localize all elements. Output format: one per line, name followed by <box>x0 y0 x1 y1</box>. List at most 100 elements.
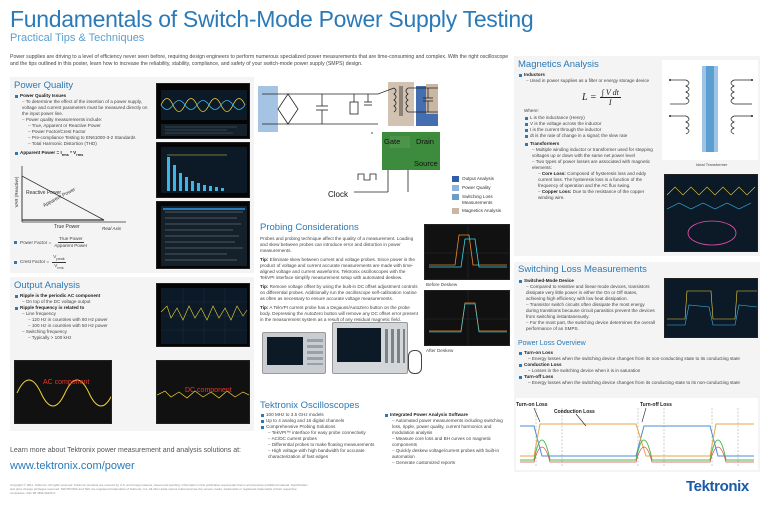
probing-solution-item: TekVPI™ interface for easy probe connect… <box>268 430 380 436</box>
clock-label: Clock <box>328 190 349 199</box>
diag-turn-on-label: Turn-on Loss <box>516 402 548 408</box>
overview-desc: – Energy losses when the switching devic… <box>528 380 740 385</box>
magnetics-text: Inductors Used in power supplies as a fi… <box>518 72 658 84</box>
learn-more-text: Learn more about Tektronix power measure… <box>10 447 241 454</box>
gate-label: Gate <box>384 137 400 146</box>
overview-desc: – Losses in the switching device when it… <box>528 368 641 373</box>
diag-conduction-label: Conduction Loss <box>554 409 595 415</box>
where-item: dt is the rate of change in a signal; th… <box>524 133 658 139</box>
oscilloscope-1-image <box>262 332 326 374</box>
switching-frequency-item: Typically > 100 kHz <box>28 335 154 341</box>
legend-swatch <box>452 194 459 200</box>
intro-text: Power supplies are driving to a level of… <box>10 54 509 67</box>
copyright-text: Copyright © 2011, Tektronix. All rights … <box>10 483 308 495</box>
issues-head: Power Quality Issues <box>20 93 67 98</box>
pq-include-item: Pre-compliance Testing to EN61000-3-2 St… <box>28 135 152 141</box>
overview-head: Conduction Loss <box>518 362 756 368</box>
legend-label: Output Analysis <box>462 176 494 181</box>
probing-title: Probing Considerations <box>260 222 359 233</box>
after-deskew-screen <box>424 290 510 346</box>
triangle-y-axis: VAR (Reactive) <box>14 176 19 207</box>
magnetics-scope-screen <box>664 174 758 252</box>
power-quality-scope-screen-2 <box>156 142 250 198</box>
learn-more-link[interactable]: www.tektronix.com/power <box>10 460 135 472</box>
output-analysis-title: Output Analysis <box>14 280 81 291</box>
switched-mode-item: For the most part, the switching device … <box>526 320 658 332</box>
crest-factor: Crest Factor = Vpeak Vrms <box>14 254 66 271</box>
switched-mode-item: Compared to resistive and linear-mode de… <box>526 284 658 302</box>
line-frequency-item: 120 Hz in countries with 60 Hz power <box>28 317 154 323</box>
triangle-x-axis: Real Axis <box>102 226 122 231</box>
where-item: L is the inductance (Henry) <box>524 115 658 121</box>
legend-item: Switching Loss Measurements <box>452 194 512 205</box>
diag-turn-off-label: Turn-off Loss <box>640 402 672 408</box>
power-triangle-diagram: VAR (Reactive) Reactive Power Apparent P… <box>14 166 126 231</box>
after-deskew-label: After Deskew <box>426 348 454 353</box>
switching-loss-text: Switched-Mode Device Compared to resisti… <box>518 278 658 332</box>
apparent-power: Apparent Power = Irms * Vrms <box>14 150 152 158</box>
power-quality-scope-screen-3 <box>156 201 250 269</box>
before-deskew-label: Before Deskew <box>426 282 458 287</box>
probing-solution-item: High voltage with high bandwidth for acc… <box>268 448 380 460</box>
switching-loss-scope-screen <box>664 278 758 338</box>
switching-loss-diagram: Turn-on Loss Conduction Loss Turn-off Lo… <box>516 398 758 470</box>
overview-desc: – Energy losses when the switching devic… <box>528 356 740 361</box>
switching-loss-title: Switching Loss Measurements <box>518 264 647 275</box>
software-feature: Quickly deskew voltage/current probes wi… <box>392 448 506 460</box>
line-frequency-item: 100 Hz in countries with 50 Hz power <box>28 323 154 329</box>
output-analysis-text: Ripple is the periodic AC component On t… <box>14 293 154 341</box>
power-factor: Power Factor = True Power Apparent Power <box>14 236 87 249</box>
issues-desc: To determine the effect of the insertion… <box>22 99 152 117</box>
magnetics-title: Magnetics Analysis <box>518 59 599 70</box>
oscilloscope-feature: Comprehensive Probing Solutions <box>260 424 380 430</box>
overview-head: Turn-off Loss <box>518 374 756 380</box>
oscilloscopes-title: Tektronix Oscilloscopes <box>260 400 360 411</box>
where-item: I is the current through the inductor <box>524 127 658 133</box>
power-loss-overview: Turn-on Loss– Energy losses when the swi… <box>518 350 756 386</box>
legend-label: Magnetics Analysis <box>462 208 502 213</box>
oscilloscopes-right: Integrated Power Analysis Software Autom… <box>384 412 506 466</box>
include-head: Power quality measurements include: <box>22 117 152 123</box>
before-deskew-screen <box>424 224 510 280</box>
include-list: True, Apparent or Reactive PowerPower Fa… <box>14 123 152 147</box>
output-analysis-scope-screen <box>156 283 250 347</box>
legend-label: Power Quality <box>462 185 491 190</box>
probe-image <box>408 350 422 374</box>
transformer-item: Two types of power losses are associated… <box>532 159 658 171</box>
legend-swatch <box>452 208 459 214</box>
pq-include-item: Power Factor/Crest Factor <box>28 129 152 135</box>
pq-include-item: Total Harmonic Distortion (THD) <box>28 141 152 147</box>
ideal-transformer-label: Ideal Transformer <box>696 162 728 167</box>
legend-swatch <box>452 176 459 182</box>
inductance-formula: L = ∫ V dt I <box>582 88 621 107</box>
legend-label: Switching Loss Measurements <box>462 194 493 205</box>
triangle-true: True Power <box>54 224 80 230</box>
probing-solution-item: AC/DC current probes <box>268 436 380 442</box>
legend-item: Power Quality <box>452 185 512 191</box>
power-quality-issues: Power Quality Issues To determine the ef… <box>14 93 152 158</box>
transformer-diagram <box>662 60 758 160</box>
smps-circuit-diagram: Gate Drain Source Clock <box>258 72 453 212</box>
legend-item: Output Analysis <box>452 176 512 182</box>
ac-component-label: AC component <box>43 379 90 386</box>
switched-mode-item: Transistor switch circuits often dissipa… <box>526 302 658 320</box>
software-feature: Generate customized reports <box>392 460 506 466</box>
power-loss-overview-title: Power Loss Overview <box>518 340 586 347</box>
ac-component-screen: AC component <box>14 360 112 424</box>
probing-solution-item: Differential probes to make floating mea… <box>268 442 380 448</box>
software-feature: Measure core loss and BH curves on magne… <box>392 436 506 448</box>
drain-label: Drain <box>416 137 434 146</box>
triangle-reactive: Reactive Power <box>26 190 61 196</box>
oscilloscope-feature: Up to 4 analog and 16 digital channels <box>260 418 380 424</box>
probing-text: Probes and probing technique affect the … <box>260 236 418 322</box>
software-feature: Automated power measurements including s… <box>392 418 506 436</box>
legend-item: Magnetics Analysis <box>452 208 512 214</box>
tektronix-logo: Tektronix <box>686 478 749 495</box>
power-quality-scope-screen-1 <box>156 83 250 139</box>
source-label: Source <box>414 159 438 168</box>
transformer-item: Multiple winding inductor or transformer… <box>532 147 658 159</box>
page-title: Fundamentals of Switch-Mode Power Supply… <box>10 6 534 32</box>
where-item: V is the voltage across the inductor <box>524 121 658 127</box>
